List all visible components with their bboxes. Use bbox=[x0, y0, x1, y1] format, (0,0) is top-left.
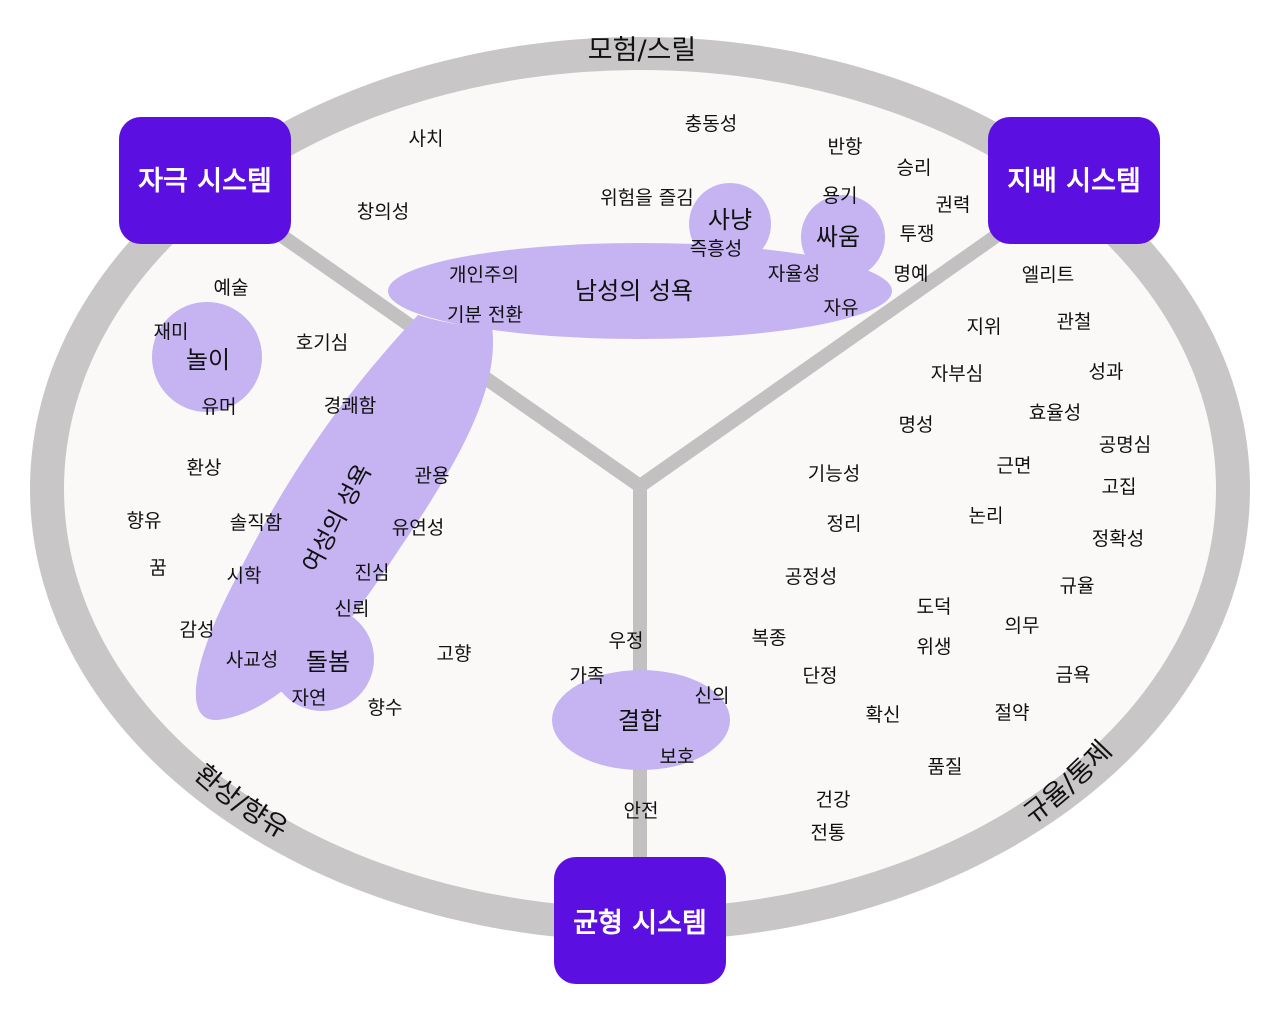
word-pride: 자부심 bbox=[931, 363, 983, 385]
cluster-label-play: 놀이 bbox=[186, 346, 230, 374]
word-luxury: 사치 bbox=[409, 128, 444, 150]
word-abstinence: 금욕 bbox=[1056, 664, 1091, 686]
word-obedience: 복종 bbox=[752, 627, 787, 649]
word-precision: 정확성 bbox=[1092, 528, 1144, 550]
emotion-clusters bbox=[152, 183, 892, 770]
word-lightness: 경쾌함 bbox=[324, 395, 376, 417]
word-enforcement: 관철 bbox=[1057, 311, 1092, 333]
word-nostalgia: 향수 bbox=[368, 697, 403, 719]
word-hometown: 고향 bbox=[437, 643, 472, 665]
word-honesty: 솔직함 bbox=[230, 512, 282, 534]
system-label-stimulus: 자극 시스템 bbox=[138, 166, 272, 197]
system-box-balance-bg bbox=[554, 857, 726, 984]
system-label-balance: 균형 시스템 bbox=[573, 908, 707, 939]
word-trust: 신뢰 bbox=[335, 598, 370, 620]
word-risk-taking: 위험을 즐김 bbox=[600, 187, 693, 209]
word-friendship: 우정 bbox=[609, 630, 644, 652]
word-nature: 자연 bbox=[292, 687, 327, 709]
word-humor: 유머 bbox=[202, 396, 237, 418]
word-duty: 의무 bbox=[1005, 615, 1040, 637]
word-discipline: 규율 bbox=[1060, 575, 1095, 597]
word-elite: 엘리트 bbox=[1022, 264, 1074, 286]
system-box-stimulus: 자극 시스템 bbox=[119, 117, 291, 244]
cluster-label-bonding: 결합 bbox=[618, 707, 662, 735]
word-rebellion: 반항 bbox=[828, 136, 863, 158]
word-neatness: 단정 bbox=[803, 665, 838, 687]
word-tolerance: 관용 bbox=[415, 465, 450, 487]
word-health: 건강 bbox=[816, 789, 851, 811]
word-status: 지위 bbox=[967, 316, 1002, 338]
word-morality: 도덕 bbox=[917, 596, 952, 618]
word-fantasy: 환상 bbox=[187, 457, 222, 479]
word-impulsiveness: 충동성 bbox=[685, 113, 737, 135]
word-autonomy: 자율성 bbox=[768, 263, 820, 285]
cluster-female-desire-shape bbox=[195, 315, 494, 721]
word-courage: 용기 bbox=[823, 185, 858, 207]
word-individualism: 개인주의 bbox=[449, 264, 519, 286]
word-enjoyment: 향유 bbox=[127, 510, 162, 532]
word-power: 권력 bbox=[936, 194, 971, 216]
word-art: 예술 bbox=[214, 277, 249, 299]
word-thrift: 절약 bbox=[995, 702, 1030, 724]
word-sincerity: 진심 bbox=[355, 562, 390, 584]
cluster-hunting-shape bbox=[689, 183, 771, 265]
system-box-balance: 균형 시스템 bbox=[554, 857, 726, 984]
cluster-label-care: 돌봄 bbox=[306, 648, 350, 676]
word-fairness: 공정성 bbox=[785, 566, 837, 588]
cluster-care-shape bbox=[270, 607, 374, 711]
system-box-dominance: 지배 시스템 bbox=[988, 117, 1160, 244]
word-quality: 품질 bbox=[928, 756, 963, 778]
word-functionality: 기능성 bbox=[808, 463, 860, 485]
word-fun: 재미 bbox=[154, 321, 189, 343]
word-safety: 안전 bbox=[624, 800, 659, 822]
word-creativity: 창의성 bbox=[357, 201, 409, 223]
word-dream: 꿈 bbox=[149, 557, 166, 579]
word-spontaneity: 즉흥성 bbox=[690, 238, 742, 260]
word-poetics: 시학 bbox=[227, 565, 262, 587]
cluster-label-hunting: 사냥 bbox=[708, 206, 752, 234]
word-victory: 승리 bbox=[897, 157, 932, 179]
cluster-play-shape bbox=[152, 302, 262, 412]
word-struggle: 투쟁 bbox=[900, 223, 935, 245]
value-words: 사치 충동성 반항 승리 창의성 위험을 즐김 용기 권력 즉흥성 투쟁 개인주… bbox=[127, 113, 1152, 844]
cluster-fighting-shape bbox=[801, 195, 885, 279]
word-fidelity: 신의 bbox=[695, 685, 730, 707]
word-family: 가족 bbox=[570, 665, 605, 687]
word-tradition: 전통 bbox=[811, 822, 846, 844]
word-diligence: 근면 bbox=[997, 455, 1032, 477]
word-curiosity: 호기심 bbox=[296, 332, 348, 354]
cluster-label-fighting: 싸움 bbox=[816, 223, 860, 251]
word-ambition: 공명심 bbox=[1099, 434, 1151, 456]
cluster-bonding-shape bbox=[552, 670, 730, 770]
word-order: 정리 bbox=[827, 513, 862, 535]
word-sociability: 사교성 bbox=[226, 649, 278, 671]
cluster-label-male-desire: 남성의 성욕 bbox=[575, 277, 693, 305]
ring-label-top: 모험/스릴 bbox=[588, 35, 696, 66]
word-sensitivity: 감성 bbox=[180, 619, 215, 641]
word-protection: 보호 bbox=[660, 746, 695, 768]
word-stubbornness: 고집 bbox=[1102, 476, 1137, 498]
system-label-dominance: 지배 시스템 bbox=[1007, 166, 1141, 197]
word-fame: 명성 bbox=[899, 414, 934, 436]
word-conviction: 확신 bbox=[866, 704, 901, 726]
word-hygiene: 위생 bbox=[917, 636, 952, 658]
system-box-dominance-bg bbox=[988, 117, 1160, 244]
word-logic: 논리 bbox=[969, 505, 1004, 527]
cluster-male-desire-shape bbox=[388, 243, 892, 339]
word-flexibility: 유연성 bbox=[392, 517, 444, 539]
word-freedom: 자유 bbox=[824, 297, 859, 319]
word-diversion: 기분 전환 bbox=[447, 304, 523, 326]
word-achievement: 성과 bbox=[1089, 361, 1124, 383]
system-box-stimulus-bg bbox=[119, 117, 291, 244]
word-efficiency: 효율성 bbox=[1029, 402, 1081, 424]
word-honor: 명예 bbox=[894, 263, 929, 285]
divider-dominance bbox=[635, 216, 1021, 492]
